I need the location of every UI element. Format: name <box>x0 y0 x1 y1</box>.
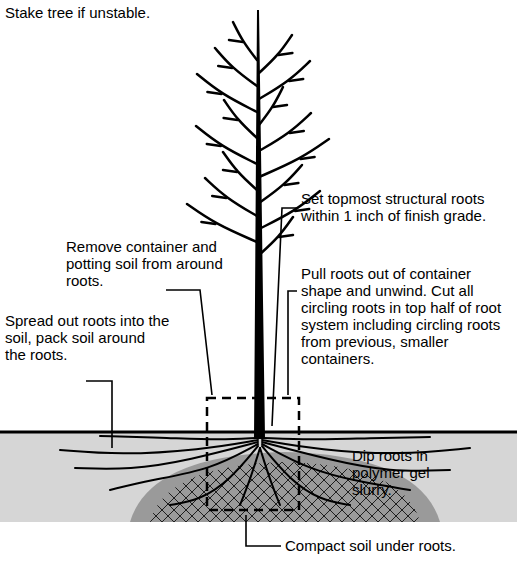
tree-trunk <box>255 10 264 438</box>
leader-line <box>86 381 112 448</box>
tree-root <box>262 446 350 505</box>
callout-label: Remove container and potting soil from a… <box>66 238 241 289</box>
tree-branch <box>301 157 315 159</box>
tree-root <box>110 444 258 490</box>
tree-root <box>60 440 258 453</box>
leader-line <box>272 208 297 426</box>
tree-branch <box>289 79 303 81</box>
tree-root <box>75 442 258 469</box>
tree-root <box>170 446 258 505</box>
tree-root <box>100 436 256 439</box>
leader-line <box>246 515 281 546</box>
tree-branch <box>224 118 238 120</box>
tree-branch <box>259 35 292 73</box>
tree-branch <box>259 139 329 177</box>
tree-branch <box>223 170 237 172</box>
tree-branch <box>284 183 298 185</box>
tree-branch <box>223 152 257 190</box>
tree-branch <box>205 178 257 216</box>
tree-root <box>264 437 430 439</box>
tree-root <box>260 448 280 505</box>
tree-branch <box>259 165 302 203</box>
tree-branch <box>259 113 311 151</box>
tree-branch <box>259 61 310 99</box>
tree-branch <box>278 53 292 55</box>
tree-root <box>240 448 260 505</box>
callout-label: Compact soil under roots. <box>285 537 510 554</box>
container-outline <box>207 398 299 510</box>
tree-branch <box>215 48 257 86</box>
callout-label: Dip roots in polymer gel slurry. <box>352 447 472 498</box>
tree-branch <box>212 196 226 198</box>
soil-band <box>0 432 517 522</box>
tree-branch <box>201 222 215 224</box>
tree-branch <box>218 66 232 68</box>
leader-line <box>166 290 212 395</box>
leader-line <box>288 291 297 395</box>
tree-branch <box>290 131 304 133</box>
tree-branch <box>187 204 257 242</box>
callout-label: Stake tree if unstable. <box>5 4 255 21</box>
tree-branch <box>207 144 221 146</box>
tree-branch <box>259 217 293 255</box>
tree <box>60 10 470 505</box>
tree-branch <box>229 40 243 42</box>
tree-branch <box>273 105 287 107</box>
tree-branch <box>224 100 257 138</box>
callout-label: Set topmost structural roots within 1 in… <box>301 190 501 224</box>
tree-branch <box>207 92 221 94</box>
callout-label: Spread out roots into the soil, pack soi… <box>5 312 170 363</box>
callout-label: Pull roots out of container shape and un… <box>301 265 513 367</box>
